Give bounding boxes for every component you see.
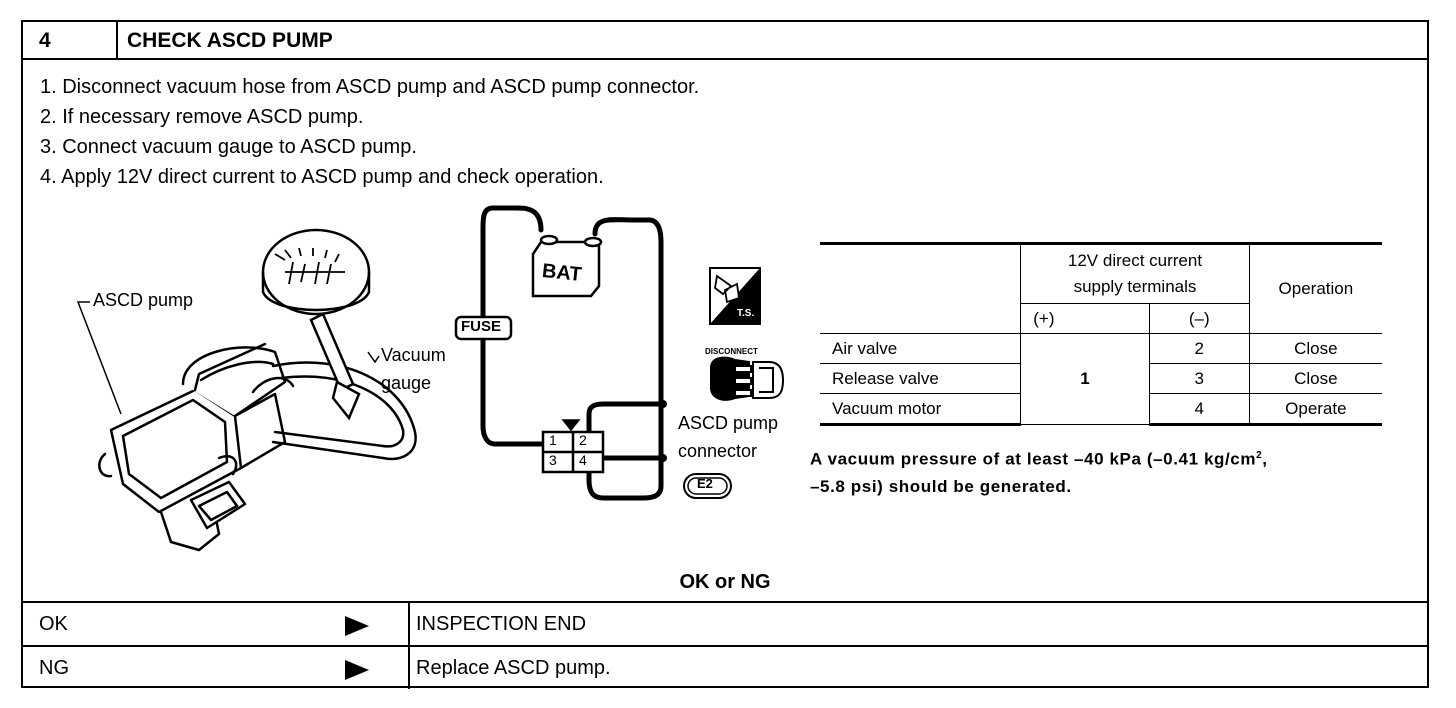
gauge-label: gauge [381,373,432,393]
result-action: Replace ASCD pump. [416,657,611,679]
connector-pin-label: 2 [579,432,587,448]
note-text: A vacuum pressure of at least –40 kPa (–… [810,449,1257,469]
plus-terminal: 1 [1020,333,1150,425]
minus-header: (–) [1148,303,1250,334]
wire-junction [659,400,667,408]
result-action: INSPECTION END [416,613,587,635]
terminal-spec-table: 12V direct current supply terminals Oper… [820,242,1382,426]
arrow-right-icon [345,660,369,680]
valve-name: Air valve [820,333,1022,364]
valve-name: Release valve [820,363,1022,394]
minus-terminal: 3 [1148,363,1250,394]
connector-pin-label: 1 [549,432,557,448]
minus-terminal: 4 [1148,393,1250,426]
table-row: Release valve 3 Close [820,363,1382,394]
battery-label: BAT [541,259,583,287]
connector-label: connector [678,441,758,461]
result-divider [408,603,410,645]
step-number: 4 [39,29,51,52]
operation-header: Operation [1248,242,1382,334]
ts-icon [709,267,761,325]
circuit-wiring [480,205,666,501]
test-setup-illustration [76,205,785,552]
table-row: Vacuum motor 4 Operate [820,393,1382,426]
arrow-right-icon [345,616,369,636]
note-line: A vacuum pressure of at least –40 kPa (–… [810,442,1268,473]
connector-code: E2 [697,476,713,491]
note-superscript: 2 [1256,450,1263,461]
gauge-leader-line [367,351,380,364]
result-row-ok: OK INSPECTION END [23,601,1427,645]
step-title: CHECK ASCD PUMP [127,29,333,52]
procedure-frame: 4 CHECK ASCD PUMP 1. Disconnect vacuum h… [21,20,1429,689]
wire-junction [659,454,667,462]
fuse-box [454,315,513,341]
valve-name: Vacuum motor [820,393,1022,426]
battery-symbol [531,234,603,298]
minus-terminal: 2 [1148,333,1250,364]
ts-label: T.S. [737,308,755,319]
terminals-header: 12V direct current supply terminals [1020,242,1250,304]
connector-pin-block [541,419,605,474]
instruction-step: 3. Connect vacuum gauge to ASCD pump. [40,136,417,158]
vacuum-gauge-drawing [261,228,371,421]
gauge-label: Vacuum [381,345,446,365]
ok-or-ng-heading: OK or NG [679,571,771,593]
disconnect-label: DISCONNECT [705,347,758,356]
disconnect-connector-icon [710,356,785,401]
instruction-list: 1. Disconnect vacuum hose from ASCD pump… [40,72,699,192]
note-line: –5.8 psi) should be generated. [810,476,1072,496]
step-header: 4 CHECK ASCD PUMP [23,22,1427,60]
connector-code-badge [683,473,732,499]
terminals-header-line: 12V direct current [1067,251,1203,270]
pump-label: ASCD pump [93,290,194,310]
header-divider [116,22,118,58]
plus-header: (+) [1020,303,1150,334]
instruction-step: 2. If necessary remove ASCD pump. [40,106,364,128]
note-text: , [1262,449,1268,469]
instruction-step: 1. Disconnect vacuum hose from ASCD pump… [40,76,700,98]
vacuum-pressure-note: A vacuum pressure of at least –40 kPa (–… [810,442,1268,500]
fuse-label: FUSE [461,318,502,335]
terminals-header-line: supply terminals [1073,277,1197,296]
table-row: Air valve 1 2 Close [820,333,1382,425]
result-key: NG [39,657,69,679]
result-divider [408,647,410,689]
operation-value: Close [1248,363,1382,394]
table-corner-cell [820,242,1022,334]
operation-value: Close [1248,333,1382,364]
result-key: OK [39,613,68,635]
instruction-step: 4. Apply 12V direct current to ASCD pump… [40,166,604,188]
connector-label: ASCD pump [678,413,779,433]
ascd-pump-drawing [98,342,417,552]
pump-leader-line [76,301,122,415]
result-row-ng: NG Replace ASCD pump. [23,645,1427,689]
connector-pin-label: 3 [549,452,557,468]
operation-value: Operate [1248,393,1382,426]
connector-pin-label: 4 [579,452,587,468]
